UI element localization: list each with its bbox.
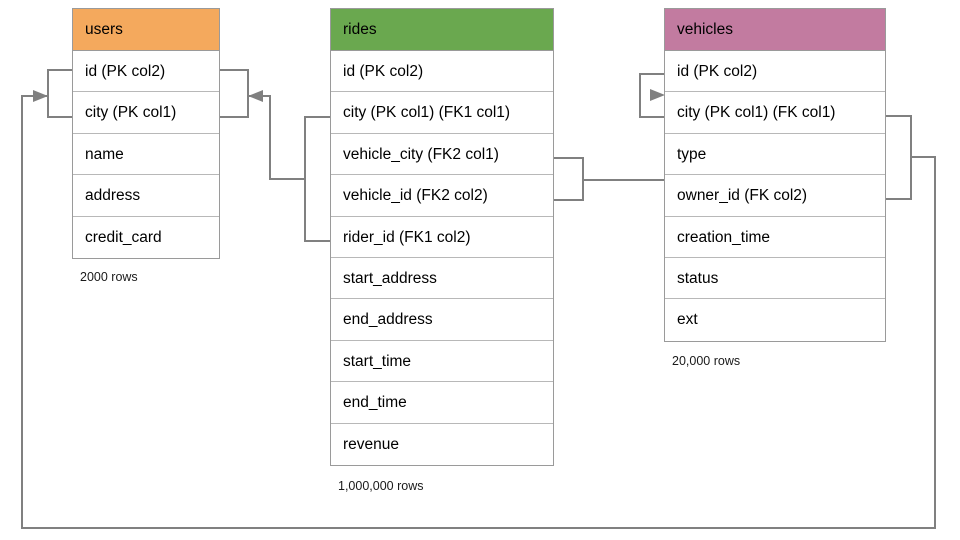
table-rides-column-vehicle-id[interactable]: vehicle_id (FK2 col2) — [331, 175, 553, 217]
table-vehicles-column-ext[interactable]: ext — [677, 311, 698, 329]
table-vehicles-column-id[interactable]: id (PK col2) — [665, 51, 885, 93]
table-vehicles-row-count: 20,000 rows — [672, 354, 741, 368]
table-rides-column-rider-id[interactable]: rider_id (FK1 col2) — [331, 217, 553, 258]
table-rides-column-id[interactable]: id (PK col2) — [331, 51, 553, 93]
table-users-title: users — [73, 9, 219, 51]
table-vehicles-column-status[interactable]: status — [665, 258, 885, 300]
table-users-column-name[interactable]: name — [73, 134, 219, 176]
table-rides-title: rides — [331, 9, 553, 51]
table-rides-column-revenue[interactable]: revenue — [343, 435, 400, 453]
table-vehicles-column-creation-time[interactable]: creation_time — [665, 217, 885, 258]
table-rides-column-end-time[interactable]: end_time — [331, 382, 553, 424]
table-rides-column-start-time[interactable]: start_time — [331, 341, 553, 383]
table-vehicles[interactable]: vehicles id (PK col2) city (PK col1) (FK… — [664, 8, 886, 342]
table-vehicles-title: vehicles — [665, 9, 885, 51]
table-rides-column-city[interactable]: city (PK col1) (FK1 col1) — [331, 92, 553, 134]
table-users[interactable]: users id (PK col2) city (PK col1) name a… — [72, 8, 220, 259]
table-users-row-count: 2000 rows — [80, 270, 138, 284]
table-vehicles-column-owner-id[interactable]: owner_id (FK col2) — [665, 175, 885, 217]
table-rides-column-end-address[interactable]: end_address — [331, 299, 553, 341]
table-rides[interactable]: rides id (PK col2) city (PK col1) (FK1 c… — [330, 8, 554, 466]
table-vehicles-column-type[interactable]: type — [665, 134, 885, 176]
table-rides-column-vehicle-city[interactable]: vehicle_city (FK2 col1) — [331, 134, 553, 176]
table-users-column-id[interactable]: id (PK col2) — [73, 51, 219, 93]
table-users-column-credit-card[interactable]: credit_card — [85, 228, 162, 246]
table-rides-row-count: 1,000,000 rows — [338, 479, 424, 493]
connector-rides-fk1-to-users — [220, 69, 330, 242]
table-users-column-address[interactable]: address — [73, 175, 219, 217]
table-vehicles-column-city[interactable]: city (PK col1) (FK col1) — [665, 92, 885, 134]
table-rides-column-start-address[interactable]: start_address — [331, 258, 553, 300]
table-users-column-city[interactable]: city (PK col1) — [73, 92, 219, 134]
